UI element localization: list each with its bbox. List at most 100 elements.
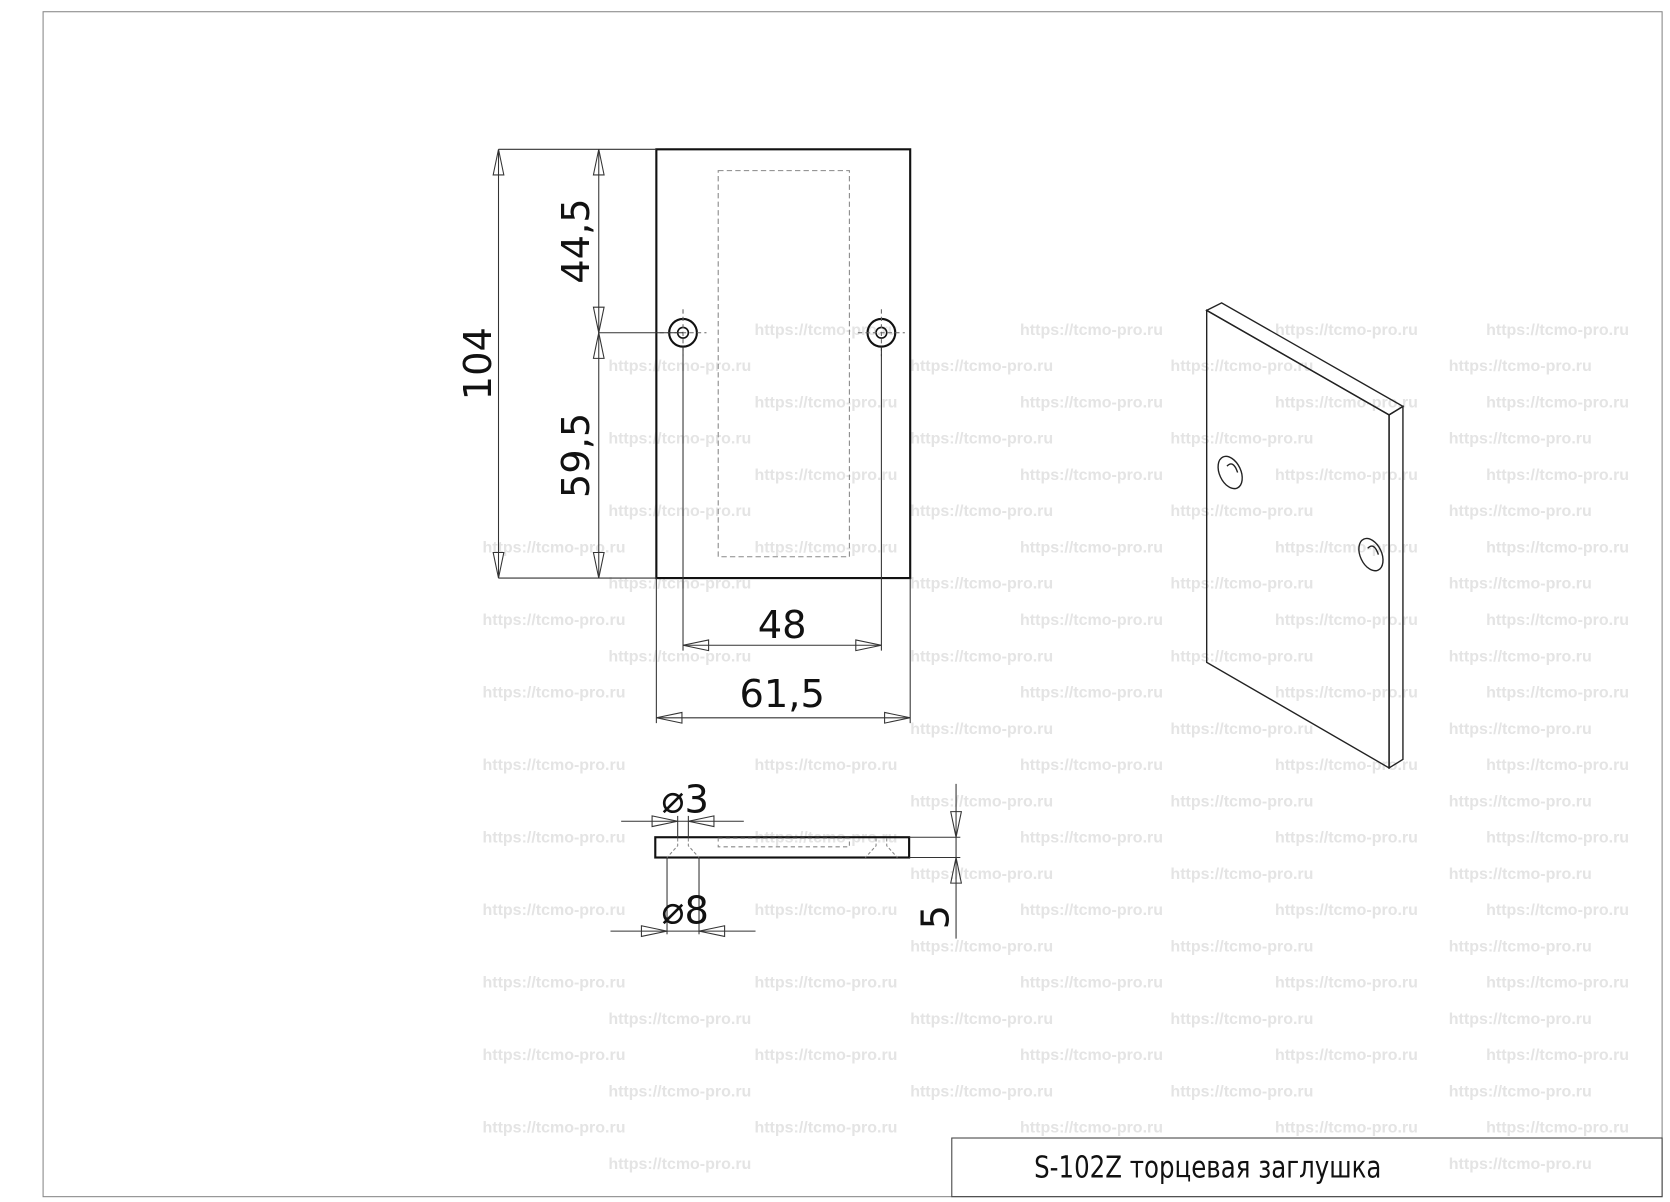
watermark-text: https://tcmo-pro.ru [608, 1011, 751, 1028]
watermark-text: https://tcmo-pro.ru [1170, 938, 1313, 955]
watermark-text: https://tcmo-pro.ru [1170, 1083, 1313, 1100]
watermark-text: https://tcmo-pro.ru [1020, 685, 1163, 702]
sheet-frame [42, 11, 1663, 1198]
watermark-text: https://tcmo-pro.ru [910, 1011, 1053, 1028]
watermark-text: https://tcmo-pro.ru [1486, 322, 1629, 339]
watermark-text: https://tcmo-pro.ru [1486, 394, 1629, 411]
watermark-text: https://tcmo-pro.ru [483, 1120, 626, 1137]
watermark-text: https://tcmo-pro.ru [483, 757, 626, 774]
watermark-text: https://tcmo-pro.ru [608, 648, 751, 665]
watermark-text: https://tcmo-pro.ru [1449, 1083, 1592, 1100]
watermark-text: https://tcmo-pro.ru [608, 1156, 751, 1173]
watermark-text: https://tcmo-pro.ru [608, 358, 751, 375]
watermark-text: https://tcmo-pro.ru [1170, 431, 1313, 448]
drawing-title: S-102Z торцевая заглушка [1034, 1151, 1381, 1185]
watermark-text: https://tcmo-pro.ru [754, 467, 897, 484]
watermark-text: https://tcmo-pro.ru [754, 394, 897, 411]
dim-countersink-diameter: ⌀8 [661, 889, 709, 934]
watermark-text: https://tcmo-pro.ru [1020, 902, 1163, 919]
isometric-view [1205, 302, 1405, 770]
side-view [654, 836, 911, 859]
watermark-text: https://tcmo-pro.ru [910, 503, 1053, 520]
watermark-text: https://tcmo-pro.ru [608, 503, 751, 520]
watermark-text: https://tcmo-pro.ru [910, 576, 1053, 593]
watermark-text: https://tcmo-pro.ru [1449, 576, 1592, 593]
watermark-text: https://tcmo-pro.ru [1449, 503, 1592, 520]
watermark-text: https://tcmo-pro.ru [1449, 648, 1592, 665]
watermark-text: https://tcmo-pro.ru [910, 358, 1053, 375]
watermark-text: https://tcmo-pro.ru [1486, 685, 1629, 702]
watermark-text: https://tcmo-pro.ru [1486, 467, 1629, 484]
watermark-text: https://tcmo-pro.ru [1486, 612, 1629, 629]
watermark-text: https://tcmo-pro.ru [483, 539, 626, 556]
watermark-text: https://tcmo-pro.ru [1275, 612, 1418, 629]
dim-hole-diameter: ⌀3 [661, 778, 709, 823]
watermark-text: https://tcmo-pro.ru [1170, 576, 1313, 593]
watermark-text: https://tcmo-pro.ru [1275, 757, 1418, 774]
dim-thickness: 5 [914, 905, 959, 929]
watermark-text: https://tcmo-pro.ru [1170, 358, 1313, 375]
watermark-text: https://tcmo-pro.ru [483, 612, 626, 629]
watermark-text: https://tcmo-pro.ru [483, 685, 626, 702]
watermark-text: https://tcmo-pro.ru [483, 1047, 626, 1064]
watermark-text: https://tcmo-pro.ru [754, 322, 897, 339]
dim-hole-spacing: 48 [758, 603, 807, 648]
watermark-text: https://tcmo-pro.ru [1170, 866, 1313, 883]
watermark-text: https://tcmo-pro.ru [1170, 648, 1313, 665]
watermark-text: https://tcmo-pro.ru [1486, 902, 1629, 919]
watermark-text: https://tcmo-pro.ru [1275, 394, 1418, 411]
watermark-text: https://tcmo-pro.ru [754, 1047, 897, 1064]
title-block [951, 1137, 1663, 1198]
watermark-text: https://tcmo-pro.ru [910, 721, 1053, 738]
watermark-text: https://tcmo-pro.ru [1486, 830, 1629, 847]
watermark-text: https://tcmo-pro.ru [1486, 1047, 1629, 1064]
watermark-text: https://tcmo-pro.ru [1275, 1120, 1418, 1137]
watermark-text: https://tcmo-pro.ru [910, 866, 1053, 883]
watermark-text: https://tcmo-pro.ru [1170, 503, 1313, 520]
watermark-text: https://tcmo-pro.ru [1020, 1047, 1163, 1064]
watermark-text: https://tcmo-pro.ru [1275, 902, 1418, 919]
watermark-text: https://tcmo-pro.ru [1449, 938, 1592, 955]
watermark-text: https://tcmo-pro.ru [1449, 431, 1592, 448]
watermark-text: https://tcmo-pro.ru [1170, 721, 1313, 738]
watermark-text: https://tcmo-pro.ru [1486, 1120, 1629, 1137]
watermark-text: https://tcmo-pro.ru [754, 975, 897, 992]
watermark-text: https://tcmo-pro.ru [1275, 975, 1418, 992]
hidden-recess [717, 170, 850, 558]
watermark-text: https://tcmo-pro.ru [1449, 866, 1592, 883]
watermark-text: https://tcmo-pro.ru [483, 975, 626, 992]
watermark-text: https://tcmo-pro.ru [910, 648, 1053, 665]
watermark-text: https://tcmo-pro.ru [1449, 1156, 1592, 1173]
watermark-text: https://tcmo-pro.ru [910, 1083, 1053, 1100]
dim-hole-to-bottom: 59,5 [554, 413, 599, 498]
watermark-text: https://tcmo-pro.ru [1486, 539, 1629, 556]
watermark-text: https://tcmo-pro.ru [1020, 467, 1163, 484]
watermark-text: https://tcmo-pro.ru [1020, 830, 1163, 847]
watermark-text: https://tcmo-pro.ru [754, 757, 897, 774]
watermark-text: https://tcmo-pro.ru [608, 431, 751, 448]
watermark-text: https://tcmo-pro.ru [1020, 757, 1163, 774]
watermark-text: https://tcmo-pro.ru [1275, 322, 1418, 339]
watermark-text: https://tcmo-pro.ru [483, 830, 626, 847]
watermark-text: https://tcmo-pro.ru [1275, 830, 1418, 847]
watermark-layer: https://tcmo-pro.ru https://tcmo-pro.ru ht… [483, 322, 1630, 1173]
watermark-text: https://tcmo-pro.ru [910, 938, 1053, 955]
watermark-text: https://tcmo-pro.ru [1275, 467, 1418, 484]
watermark-text: https://tcmo-pro.ru [1486, 757, 1629, 774]
watermark-text: https://tcmo-pro.ru [1275, 1047, 1418, 1064]
watermark-text: https://tcmo-pro.ru [1170, 793, 1313, 810]
watermark-text: https://tcmo-pro.ru [1170, 1011, 1313, 1028]
watermark-text: https://tcmo-pro.ru [608, 576, 751, 593]
watermark-text: https://tcmo-pro.ru [1449, 721, 1592, 738]
watermark-text: https://tcmo-pro.ru [1020, 539, 1163, 556]
watermark-text: https://tcmo-pro.ru [1020, 394, 1163, 411]
watermark-text: https://tcmo-pro.ru [1449, 1011, 1592, 1028]
dimension-lines [492, 148, 911, 724]
watermark-text: https://tcmo-pro.ru [483, 902, 626, 919]
watermark-text: https://tcmo-pro.ru [1275, 685, 1418, 702]
watermark-text: https://tcmo-pro.ru [1020, 322, 1163, 339]
watermark-text: https://tcmo-pro.ru [1486, 975, 1629, 992]
watermark-text: https://tcmo-pro.ru [1020, 975, 1163, 992]
